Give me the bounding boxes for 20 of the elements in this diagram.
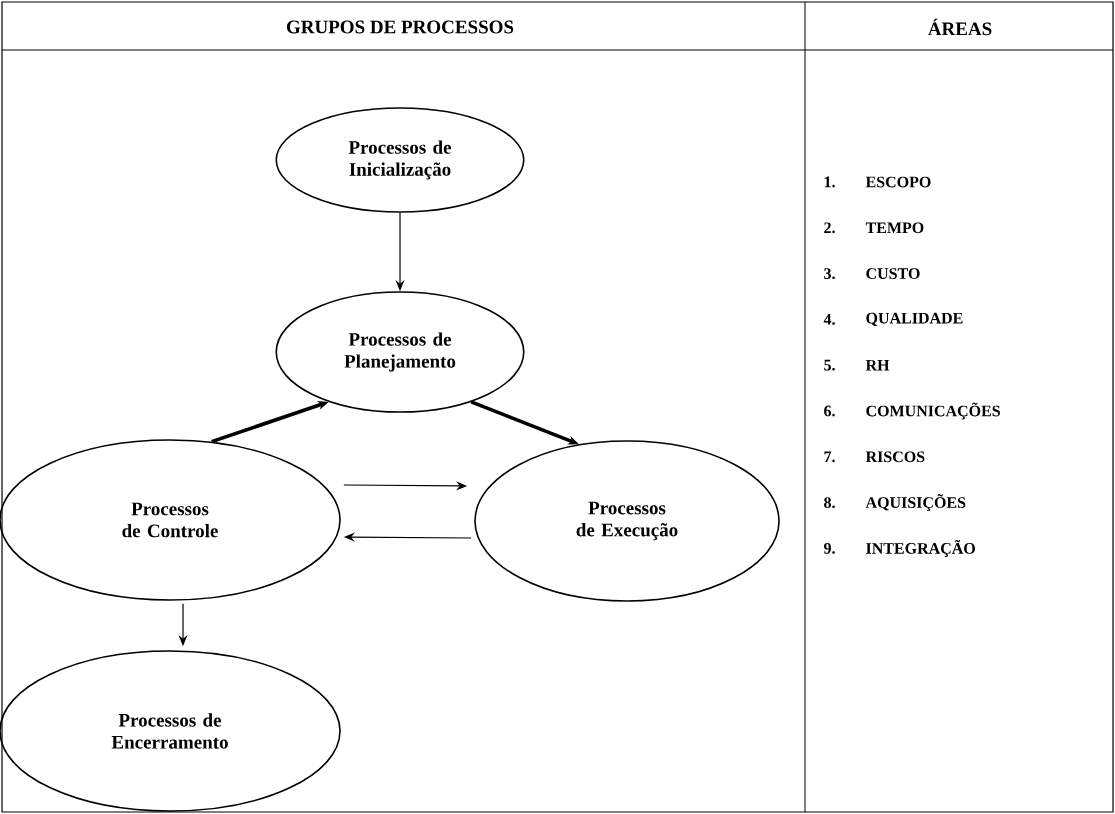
list-item: CUSTO: [866, 268, 920, 279]
list-number: 6.: [824, 405, 835, 417]
list-item: AQUISIÇÕES: [865, 494, 966, 512]
list-item: TEMPO: [865, 222, 924, 234]
list-number: 1.: [824, 176, 835, 188]
list-number: 8.: [824, 497, 835, 509]
list-number: 2.: [824, 222, 835, 234]
list-item: COMUNICAÇÕES: [866, 402, 1000, 420]
list-item: INTEGRAÇÃO: [866, 539, 975, 557]
list-item: RISCOS: [865, 451, 925, 463]
list-number: 9.: [824, 543, 835, 554]
list-number: 3.: [824, 268, 835, 279]
list-item: ESCOPO: [865, 176, 931, 188]
list-number: 4.: [823, 314, 835, 325]
list-number: 5.: [824, 359, 835, 371]
list-item: QUALIDADE: [866, 312, 963, 326]
column-header: ÁREAS: [928, 18, 992, 36]
column-header: GRUPOS DE PROCESSOS: [286, 20, 514, 34]
list-item: RH: [865, 359, 890, 371]
list-number: 7.: [824, 451, 835, 463]
